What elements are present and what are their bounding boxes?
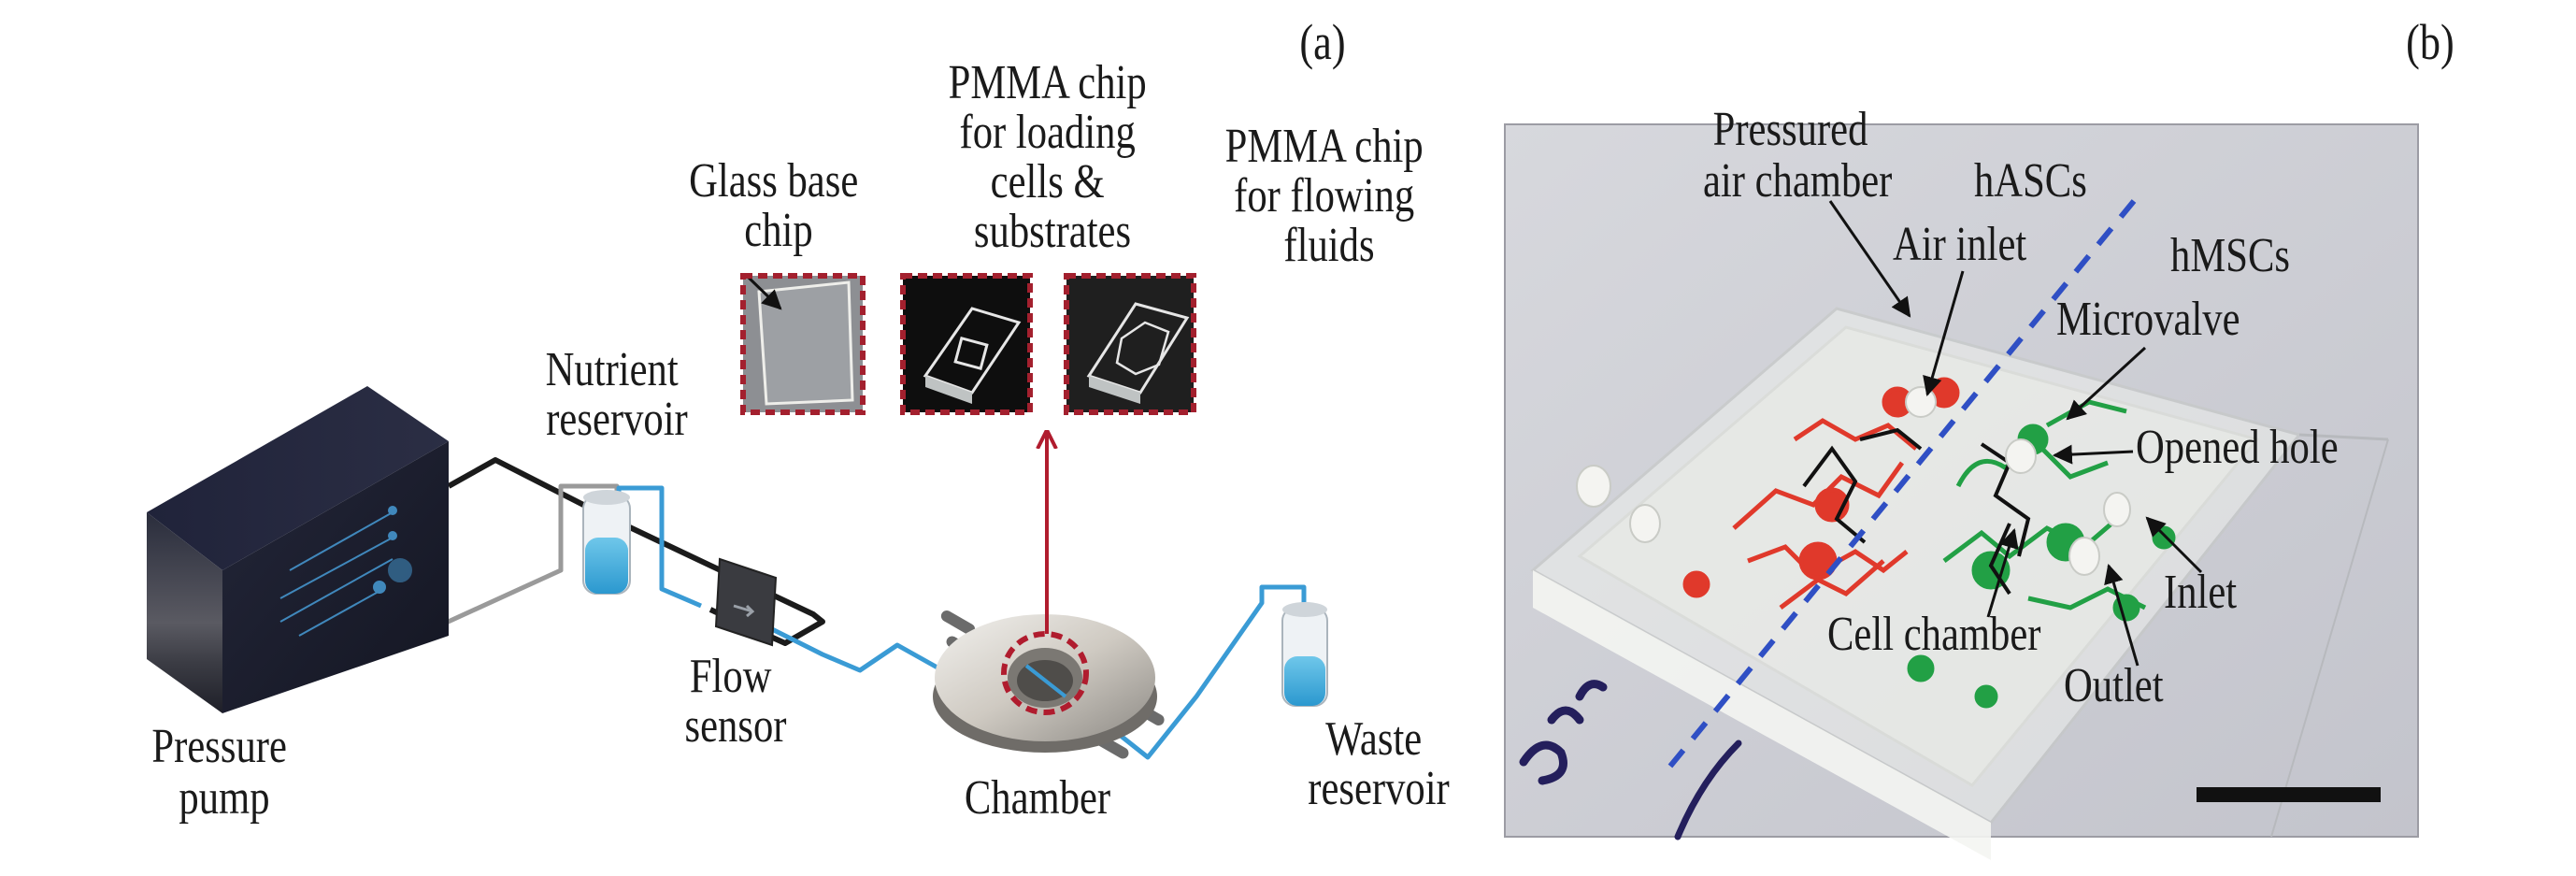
label-pmma-flowing: PMMA chip for flowing fluids (1225, 120, 1434, 272)
chamber-highlight-circle (1001, 631, 1089, 715)
pump-control-panel (279, 506, 412, 637)
panel-b: (b) (1504, 14, 2454, 860)
device-photo (1504, 123, 2419, 860)
label-air-inlet: Air inlet (1893, 218, 2026, 271)
chip-thumbnail-glass (740, 273, 866, 415)
label-chamber: Chamber (965, 771, 1110, 825)
label-hmscs: hMSCs (2170, 229, 2290, 282)
panel-b-arrows (1828, 200, 2203, 667)
chip-thumbnail-pmma-flowing (1064, 273, 1196, 415)
arrow-pressured-air-chamber (1828, 200, 1911, 318)
label-nutrient-reservoir: Nutrient reservoir (546, 343, 689, 446)
label-microvalve: Microvalve (2056, 293, 2240, 346)
panel-b-labels: Pressured air chamber hASCs Air inlet hM… (1703, 103, 2339, 712)
pump-front-face (147, 512, 222, 713)
handwriting-mark (1519, 680, 1608, 785)
label-opened-hole: Opened hole (2136, 421, 2339, 474)
waste-reservoir-bottle (1281, 602, 1328, 707)
cell-type-divider (1661, 199, 2137, 776)
nutrient-reservoir-bottle (582, 490, 631, 595)
label-inlet: Inlet (2164, 566, 2237, 619)
label-pressure-pump: Pressure pump (151, 720, 296, 825)
fluid-tube-3 (1087, 584, 1307, 760)
label-hascs: hASCs (1974, 154, 2087, 208)
arrow-outlet (2104, 563, 2140, 667)
tubing (363, 457, 1307, 760)
fluid-tube-1 (616, 485, 702, 609)
pressure-pump-device (147, 386, 449, 713)
handwriting-stroke (1674, 740, 1742, 840)
chamber-device (933, 610, 1165, 759)
panel-a-labels: Glass base chip PMMA chip for loading ce… (151, 56, 1449, 825)
pump-top-face (147, 386, 449, 570)
arrow-cell-chamber (1986, 527, 2019, 618)
pressure-tube (447, 457, 825, 646)
microfluidic-chip (1530, 307, 2389, 860)
panel-a-letter: (a) (1299, 14, 1345, 70)
label-glass-base-chip: Glass base chip (689, 154, 868, 257)
scale-bar (2197, 787, 2381, 802)
label-outlet: Outlet (2064, 659, 2164, 712)
arrow-microvalve (2066, 346, 2147, 421)
hasc-channels (1682, 377, 1960, 610)
fluid-tube-2 (770, 626, 946, 674)
arrow-inlet (2145, 516, 2203, 574)
panel-a: (a) (147, 14, 1450, 825)
label-flow-sensor: Flow sensor (685, 650, 787, 753)
arrow-opened-hole (2052, 444, 2134, 465)
label-pmma-loading: PMMA chip for loading cells & substrates (949, 56, 1157, 258)
ports (1576, 386, 2131, 576)
pneumatic-lines (1802, 427, 2031, 596)
flow-sensor-device (714, 557, 778, 647)
chip-thumbnail-pmma-loading (900, 273, 1033, 415)
label-cell-chamber: Cell chamber (1827, 608, 2041, 661)
panel-b-letter: (b) (2406, 14, 2454, 70)
arrow-air-inlet (1923, 270, 1965, 397)
label-pressured-air-chamber: Pressured air chamber (1703, 103, 1893, 208)
label-waste-reservoir: Waste reservoir (1308, 712, 1450, 815)
